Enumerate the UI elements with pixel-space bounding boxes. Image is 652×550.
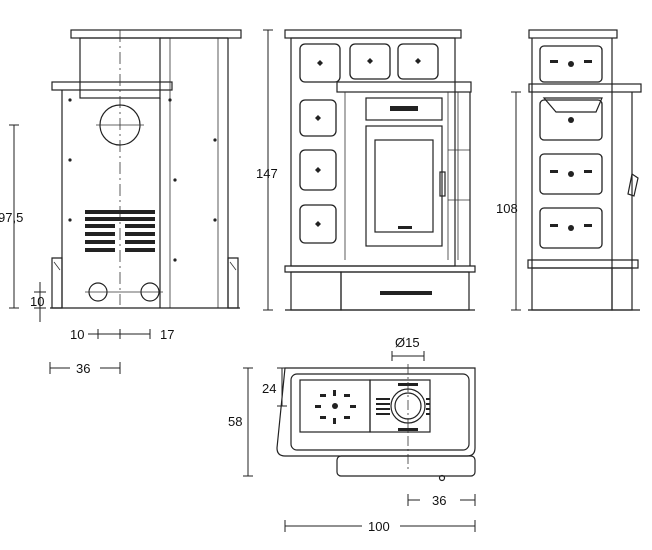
label-total-width: 100	[368, 519, 390, 534]
label-pipe-diameter: Ø15	[395, 335, 420, 350]
door-glass	[374, 139, 434, 233]
door-handle	[439, 171, 446, 197]
dim-back-depth: 36	[49, 361, 121, 376]
dim-pipe-diameter: Ø15	[391, 335, 425, 361]
label-plan-offset: 36	[432, 493, 446, 508]
label-outlet-right: 17	[160, 327, 174, 342]
label-back-height: 97,5	[0, 210, 23, 225]
label-foot-height: 10	[30, 294, 44, 309]
dim-top-offset: 24	[262, 367, 287, 407]
back-vent-grille	[85, 210, 155, 252]
side-tiles	[539, 45, 603, 249]
dim-plan-depth: 58	[228, 367, 253, 477]
dim-back-height: 97,5	[0, 124, 23, 309]
dim-foot-height: 10	[30, 282, 46, 322]
control-panel	[365, 97, 443, 121]
label-total-height: 147	[256, 166, 278, 181]
dim-outlet-offsets: 10 17	[70, 327, 174, 342]
dim-side-height: 108	[496, 91, 521, 311]
label-outlet-left: 10	[70, 327, 84, 342]
top-vent-pattern	[315, 390, 356, 424]
label-top-offset: 24	[262, 381, 276, 396]
side-handle	[542, 97, 603, 113]
top-view	[276, 364, 476, 482]
label-back-depth: 36	[76, 361, 90, 376]
front-view	[284, 29, 476, 311]
dim-plan-offset: 36	[407, 493, 476, 508]
stove-door	[365, 125, 443, 247]
label-plan-depth: 58	[228, 414, 242, 429]
back-view	[50, 29, 242, 309]
dim-total-width: 100	[284, 519, 476, 534]
dim-total-height: 147	[256, 29, 278, 311]
label-side-height: 108	[496, 201, 518, 216]
side-view	[527, 29, 642, 311]
